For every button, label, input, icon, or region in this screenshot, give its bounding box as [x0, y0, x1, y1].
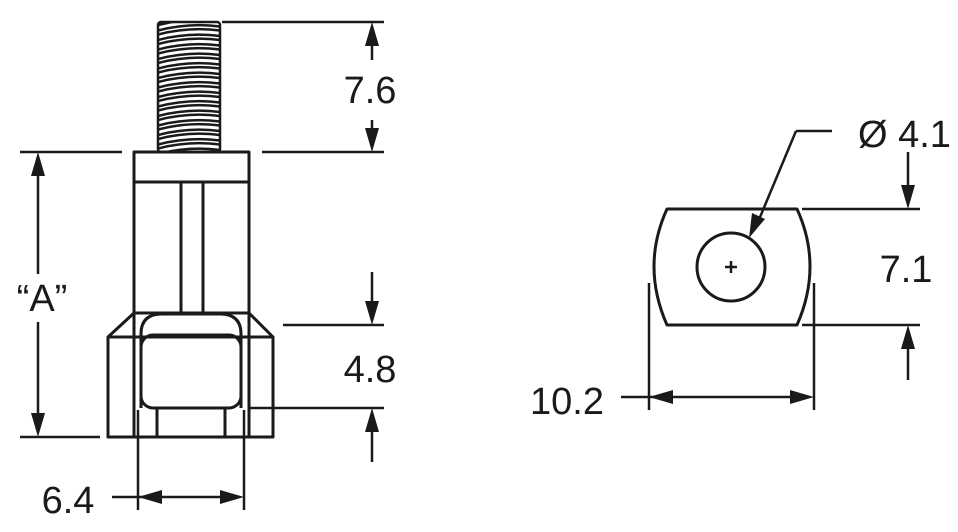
thread-line	[158, 99, 220, 108]
thread-line	[158, 61, 220, 70]
thread-line	[158, 75, 220, 84]
thread-line	[158, 23, 220, 32]
thread-line	[158, 109, 220, 118]
thread-line	[158, 141, 220, 150]
thread-line	[158, 33, 220, 42]
thread-line	[158, 103, 220, 112]
head-height-label: 4.8	[344, 349, 397, 391]
body-width-label: 10.2	[530, 381, 604, 423]
thread-length-dimension: 7.6	[222, 20, 397, 154]
thread-line	[158, 22, 160, 23]
thread-line	[158, 27, 220, 36]
thread-line	[161, 147, 220, 152]
center-hole	[695, 231, 767, 303]
center-mark	[725, 261, 737, 273]
thread-line	[158, 37, 220, 46]
thread-line	[158, 46, 220, 55]
thread-length-label: 7.6	[344, 70, 397, 112]
thread-line	[158, 137, 220, 146]
thread-line	[158, 128, 220, 137]
overall-length-dimension: “A”	[17, 150, 122, 439]
body-width-dimension: 10.2	[530, 283, 816, 423]
flat-width-dimension: 7.1	[802, 152, 932, 380]
collar	[132, 150, 251, 184]
thread-line	[158, 80, 220, 89]
thread-line	[158, 56, 220, 65]
side-view: 7.6 “A” 4.8 6.4	[17, 20, 397, 522]
flat-width-label: 7.1	[880, 249, 933, 291]
thread-line	[158, 94, 220, 103]
thread-line	[158, 71, 220, 80]
overall-length-label: “A”	[17, 278, 68, 320]
end-view: Ø 4.1 7.1 10.2	[530, 114, 951, 423]
hole-diameter-label: Ø 4.1	[858, 114, 951, 156]
thread-line	[158, 22, 220, 27]
thread-line	[158, 52, 220, 61]
end-view-outline	[652, 207, 812, 327]
thread-line	[158, 118, 220, 127]
thread-line	[158, 122, 220, 131]
thread-line	[158, 42, 220, 51]
thread-line	[158, 132, 220, 141]
thread-line	[158, 90, 220, 99]
thread-line	[158, 65, 220, 74]
hole-diameter-leader: Ø 4.1	[749, 114, 951, 238]
thread-line	[158, 113, 220, 122]
head-width-dimension: 6.4	[42, 410, 246, 522]
head-width-label: 6.4	[42, 480, 95, 522]
hex-head	[106, 311, 275, 439]
thread-line	[158, 84, 220, 93]
threaded-stud	[156, 20, 222, 154]
shaft	[132, 182, 251, 313]
head-height-dimension: 4.8	[249, 272, 396, 462]
